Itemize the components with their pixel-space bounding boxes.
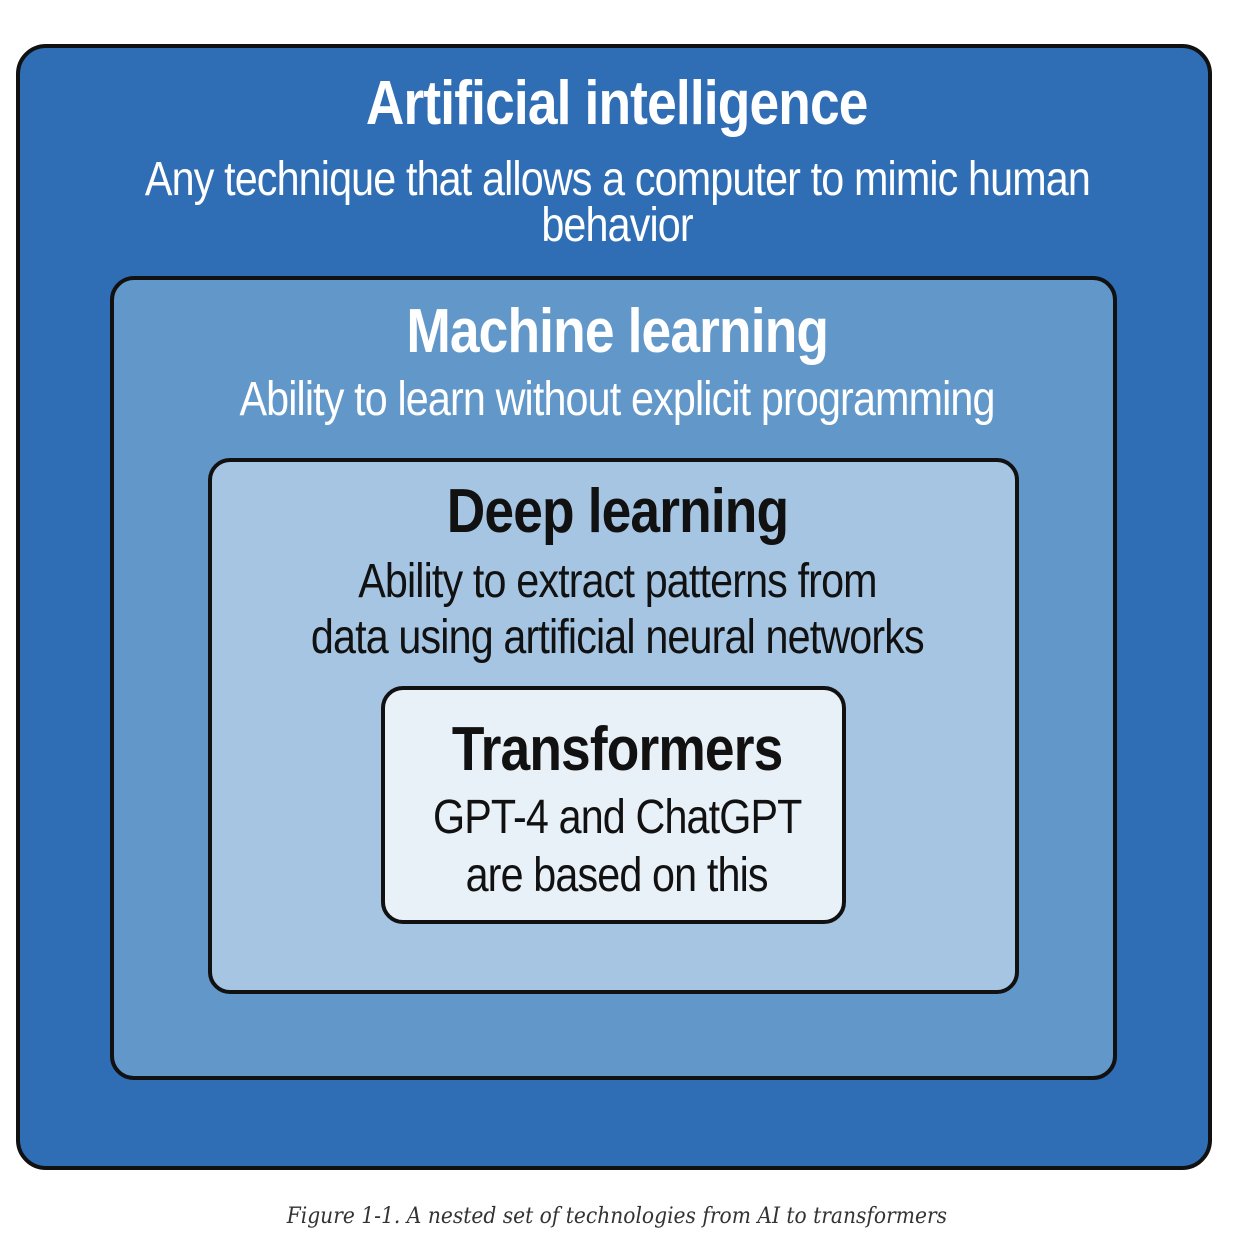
transformers-box	[381, 686, 846, 924]
ai-title: Artificial intelligence	[366, 69, 869, 138]
dl-desc-line1: Ability to extract patterns from	[357, 555, 877, 608]
ml-title: Machine learning	[406, 297, 829, 366]
transformers-desc-line2: are based on this	[465, 849, 769, 902]
figure-caption: Figure 1-1. A nested set of technologies…	[286, 1204, 948, 1229]
ai-desc-line1: Any technique that allows a computer to …	[144, 153, 1090, 206]
dl-desc-line2: data using artificial neural networks	[310, 611, 925, 664]
ml-desc: Ability to learn without explicit progra…	[239, 373, 995, 426]
transformers-desc-line1: GPT-4 and ChatGPT	[432, 791, 802, 844]
dl-title: Deep learning	[446, 477, 788, 546]
transformers-title: Transformers	[451, 715, 783, 784]
ai-desc-line2: behavior	[541, 199, 693, 252]
